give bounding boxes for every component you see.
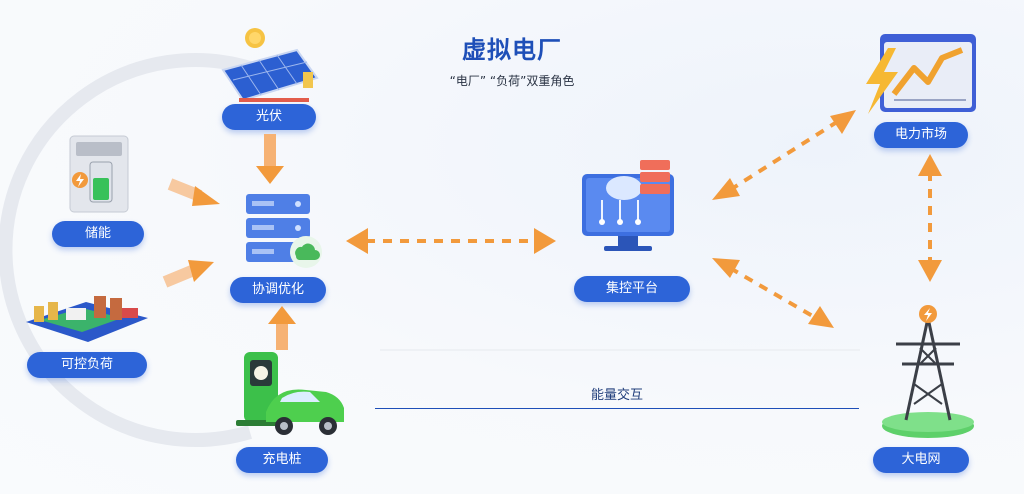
node-solar-label: 光伏 (222, 104, 316, 130)
power-market-icon (866, 34, 976, 114)
power-grid-tower-icon (882, 305, 974, 438)
node-charging-pile-label: 充电桩 (236, 447, 328, 473)
arrowhead-storage (192, 186, 220, 206)
arrowhead-platform-grid-b (808, 306, 834, 328)
arrowhead-coordination-left (346, 228, 368, 254)
arrowhead-charging (268, 306, 296, 324)
arrowhead-market-grid-top (918, 154, 942, 176)
arrowhead-load (188, 260, 214, 282)
energy-interaction-label: 能量交互 (590, 388, 643, 403)
page-title: 虚拟电厂 (462, 36, 562, 64)
solar-panel-icon (221, 28, 319, 102)
arrowhead-coordination-right (534, 228, 556, 254)
arrowhead-platform-market-b (830, 110, 856, 134)
arrowhead-platform-grid-a (712, 258, 740, 278)
node-storage-label: 储能 (52, 221, 144, 247)
node-controllable-load-label: 可控负荷 (27, 352, 147, 378)
ev-charging-icon (236, 352, 344, 435)
page-subtitle: “电厂” “负荷”双重角色 (449, 74, 575, 88)
arrow-platform-market (728, 118, 842, 192)
arrow-load-to-coordination (162, 264, 197, 288)
arrowhead-solar (256, 166, 284, 184)
energy-interaction-line (375, 408, 859, 409)
arrowhead-market-grid-bottom (918, 260, 942, 282)
node-market-label: 电力市场 (874, 122, 968, 148)
control-platform-icon (582, 160, 674, 251)
energy-storage-icon (69, 135, 129, 213)
arrow-platform-grid (728, 266, 818, 320)
arrowhead-platform-market-a (712, 178, 740, 200)
node-coordination-label: 协调优化 (230, 277, 326, 303)
node-platform-label: 集控平台 (574, 276, 690, 302)
coordination-server-icon (246, 194, 322, 268)
node-grid-label: 大电网 (873, 447, 969, 473)
controllable-load-icon (26, 296, 148, 342)
